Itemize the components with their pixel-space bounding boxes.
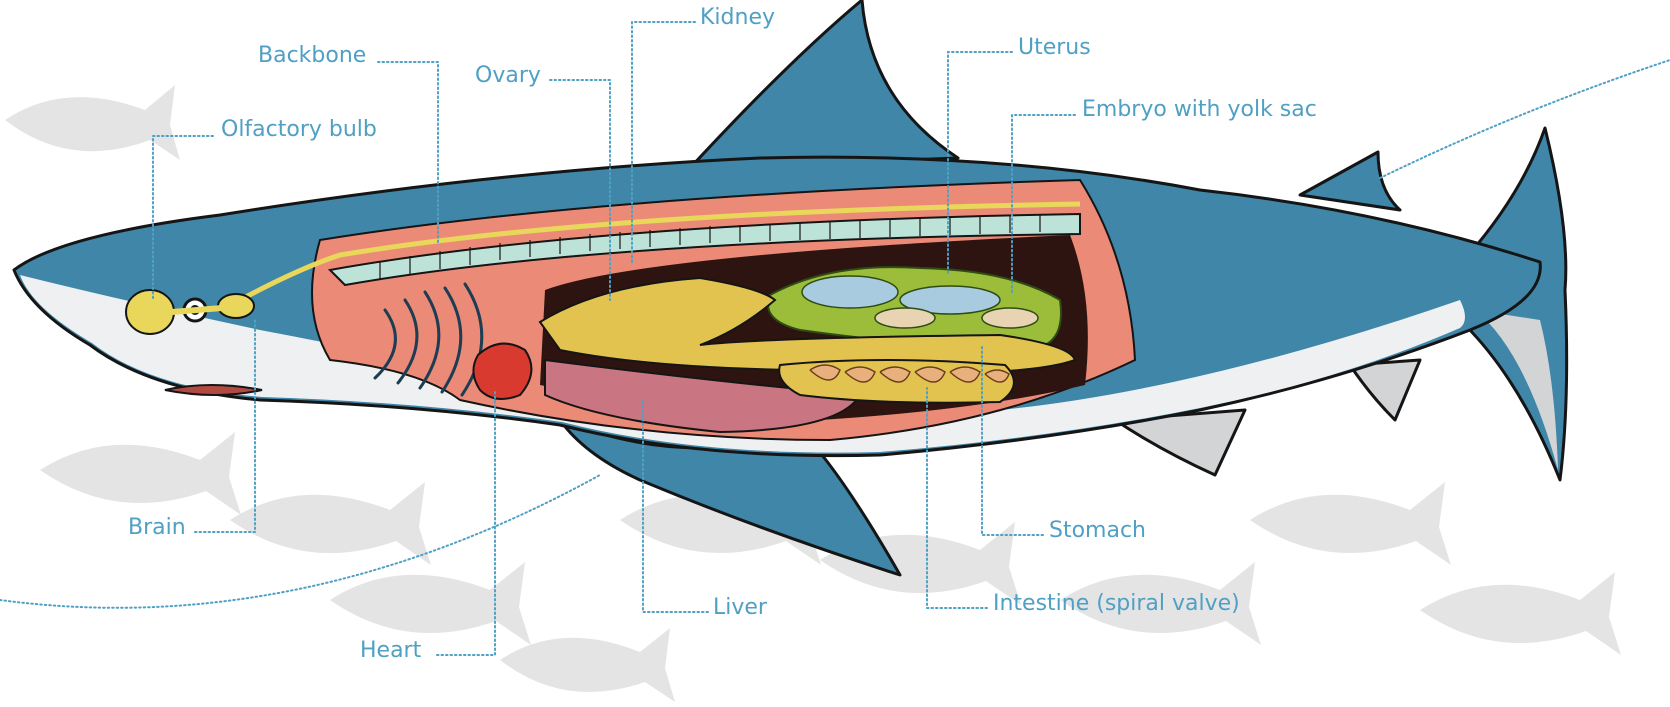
label-heart: Heart — [360, 638, 422, 663]
bg-fish — [230, 482, 431, 565]
label-intestine: Intestine (spiral valve) — [993, 591, 1240, 616]
label-brain: Brain — [128, 515, 186, 540]
label-uterus: Uterus — [1018, 35, 1091, 60]
bg-fish — [1420, 572, 1621, 655]
bg-fish — [40, 432, 241, 515]
label-backbone: Backbone — [258, 43, 366, 68]
leader-line-second-dorsal — [1380, 60, 1670, 178]
label-kidney: Kidney — [700, 5, 775, 30]
bg-fish — [1250, 482, 1451, 565]
second-dorsal-fin — [1300, 152, 1400, 210]
heart — [473, 344, 531, 399]
label-stomach: Stomach — [1049, 518, 1146, 543]
label-embryo: Embryo with yolk sac — [1082, 97, 1317, 122]
label-ovary: Ovary — [475, 63, 541, 88]
bg-fish — [330, 562, 531, 645]
label-liver: Liver — [713, 595, 768, 620]
label-olfactory-bulb: Olfactory bulb — [221, 117, 377, 142]
